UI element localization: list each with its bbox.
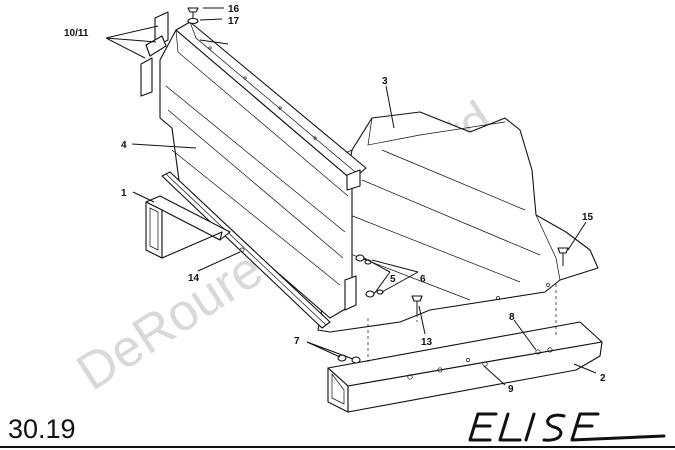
part-12-side-strip (161, 171, 331, 329)
part-2-box-beam (327, 321, 603, 413)
fastener-13-bolt (411, 295, 423, 314)
callout-8: 8 (509, 312, 515, 323)
part-4-side-panel (159, 21, 367, 319)
fastener-16-washer (187, 17, 199, 25)
part-10-11-brackets (140, 11, 169, 97)
fastener-15-bolt (187, 7, 199, 19)
elise-logo (468, 412, 666, 442)
callout-1: 1 (121, 188, 127, 199)
callout-5: 5 (390, 274, 396, 285)
callout-3: 3 (382, 76, 388, 87)
part-1-box-beam (145, 195, 231, 259)
callout-10-11: 10/11 (64, 28, 89, 39)
alignment-lines (367, 284, 557, 362)
footer-rule (0, 446, 675, 448)
leader-lines (105, 7, 597, 386)
callout-2: 2 (600, 373, 606, 384)
part-3-floor-panel (317, 111, 599, 333)
fastener-14-bolt (557, 247, 569, 266)
fastener-7-nuts (337, 354, 361, 364)
callout-13: 13 (421, 337, 433, 348)
callout-14: 15 (582, 212, 594, 223)
page-number: 30.19 (8, 414, 76, 444)
callout-15: 16 (228, 4, 240, 15)
callout-12: 14 (188, 273, 200, 284)
callout-9: 9 (508, 384, 514, 395)
callout-6: 6 (420, 274, 426, 285)
callout-4: 4 (121, 140, 127, 151)
callout-16: 17 (228, 16, 240, 27)
callout-7: 7 (294, 336, 300, 347)
callout-labels: 10/11 16 17 4 1 14 3 15 5 6 13 7 8 9 2 (64, 4, 606, 395)
